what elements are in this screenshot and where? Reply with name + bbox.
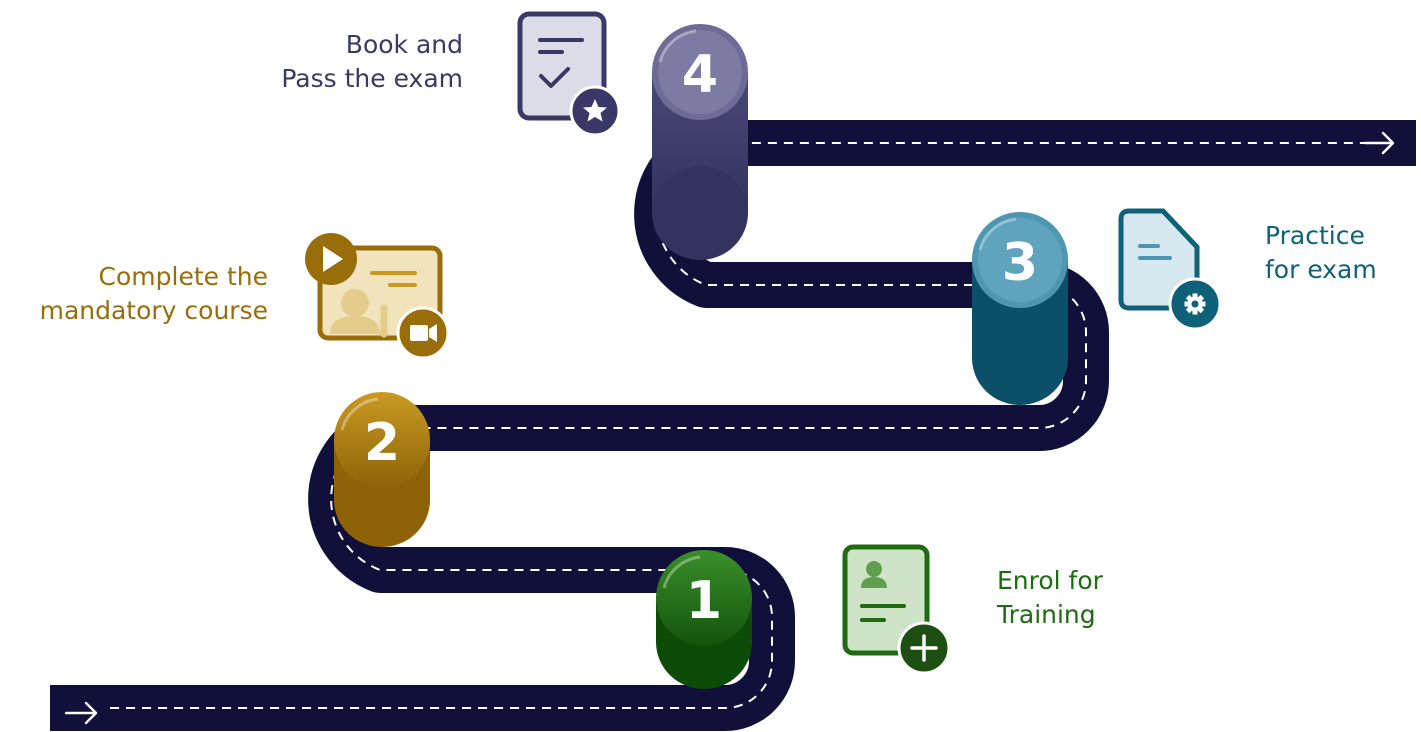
step-3-label: Practice for exam	[1265, 219, 1377, 287]
step-1-number: 1	[686, 571, 722, 631]
step-2-number: 2	[364, 413, 400, 473]
step-4-label: Book and Pass the exam	[281, 28, 463, 96]
road-center-dashes	[110, 142, 1390, 709]
step-2-label-line-2: mandatory course	[39, 296, 268, 325]
step-3-number: 3	[1002, 233, 1038, 293]
step-1-label: Enrol for Training	[997, 564, 1103, 632]
step-3-label-line-2: for exam	[1265, 255, 1377, 284]
road-end-arrow-icon	[1363, 131, 1395, 155]
checklist-star-icon	[517, 11, 621, 137]
step-4-number: 4	[682, 45, 718, 105]
step-2-label-line-1: Complete the	[98, 262, 268, 291]
step-2-pillar: 2	[334, 392, 430, 547]
step-3-label-line-1: Practice	[1265, 221, 1365, 250]
step-4-label-line-1: Book and	[345, 30, 463, 59]
road-start-arrow-icon	[64, 701, 98, 725]
step-4-label-line-2: Pass the exam	[281, 64, 463, 93]
step-4-pillar: 4	[652, 24, 748, 260]
video-course-icon	[305, 233, 450, 360]
road	[50, 120, 1416, 731]
document-settings-icon	[1118, 208, 1222, 331]
step-1-pillar: 1	[656, 550, 752, 689]
step-3-pillar: 3	[972, 212, 1068, 405]
step-2-label: Complete the mandatory course	[40, 260, 268, 328]
id-document-add-icon	[842, 544, 951, 675]
step-1-label-line-2: Training	[997, 600, 1096, 629]
step-1-label-line-1: Enrol for	[997, 566, 1103, 595]
